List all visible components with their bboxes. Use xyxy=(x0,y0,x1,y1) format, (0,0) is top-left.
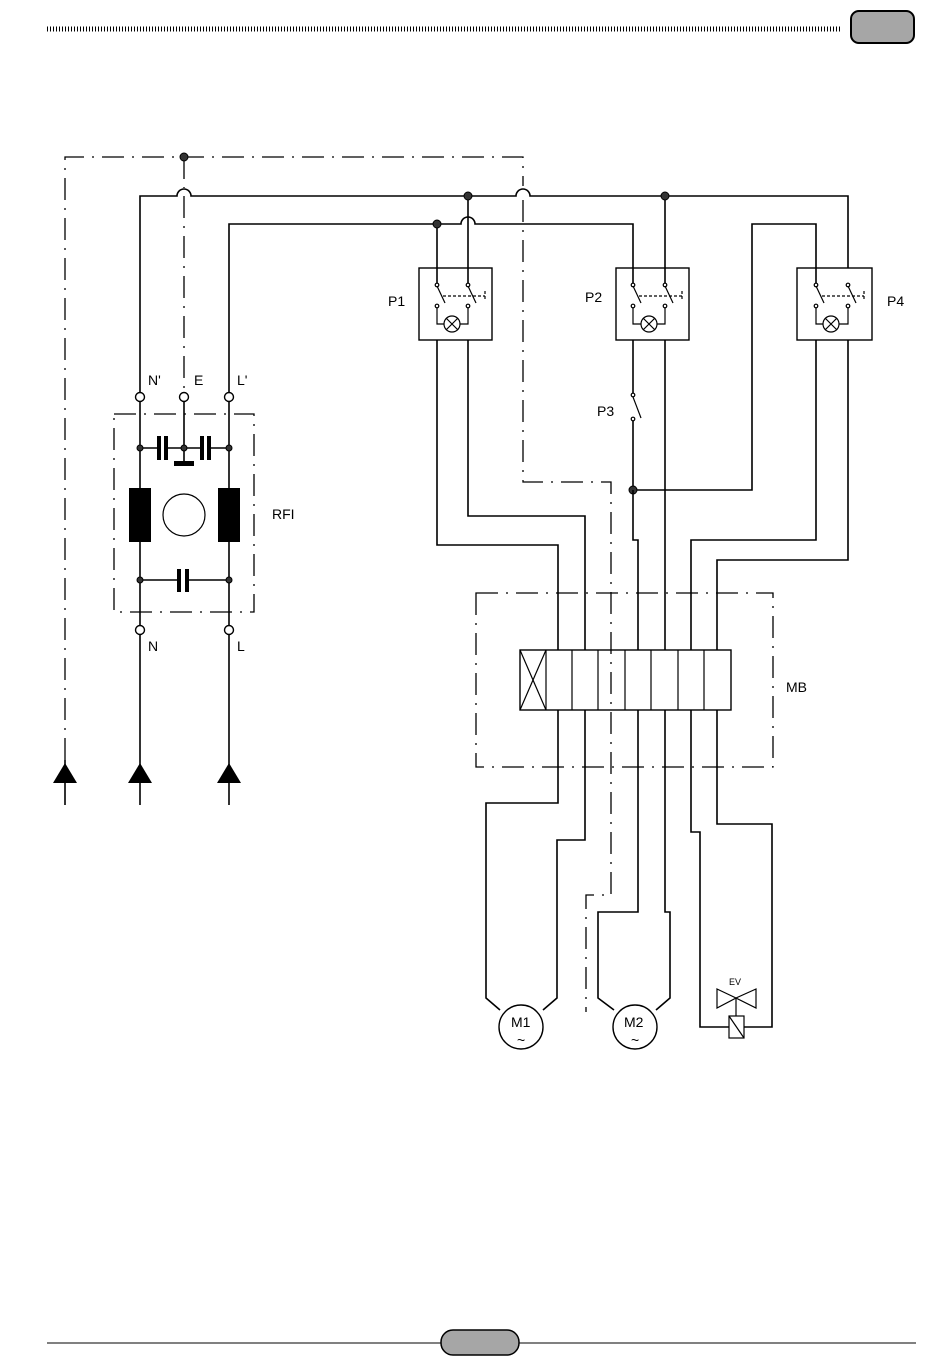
label-n-prime: N' xyxy=(148,372,161,388)
switch-p3 xyxy=(631,340,641,490)
footer-page-tab xyxy=(441,1330,519,1355)
solenoid-valve-ev xyxy=(717,989,756,1038)
label-m2-tilde: ~ xyxy=(631,1032,639,1048)
label-n: N xyxy=(148,638,158,654)
label-m1: M1 xyxy=(511,1014,531,1030)
earth-junction xyxy=(180,153,188,161)
label-p1: P1 xyxy=(388,293,405,309)
switch-p2 xyxy=(616,268,689,340)
label-p3: P3 xyxy=(597,403,614,419)
live-junction-p1 xyxy=(433,220,441,228)
live-line xyxy=(229,217,633,397)
label-mb: MB xyxy=(786,679,807,695)
mb-feed-wires xyxy=(437,340,848,650)
neutral-junction-p1 xyxy=(464,192,472,200)
switch-p1 xyxy=(419,268,492,340)
switch-p4 xyxy=(797,268,872,340)
neutral-line xyxy=(140,189,848,397)
supply-inputs xyxy=(53,635,241,805)
label-l: L xyxy=(237,638,245,654)
label-l-prime: L' xyxy=(237,372,247,388)
label-ev: EV xyxy=(729,977,741,987)
header-tab xyxy=(851,11,914,43)
neutral-junction-p2 xyxy=(661,192,669,200)
label-m1-tilde: ~ xyxy=(517,1032,525,1048)
earth-lines xyxy=(65,157,611,1012)
label-rfi: RFI xyxy=(272,506,295,522)
label-m2: M2 xyxy=(624,1014,644,1030)
label-p2: P2 xyxy=(585,289,602,305)
label-e: E xyxy=(194,372,203,388)
p4-feed xyxy=(633,224,816,490)
rfi-filter xyxy=(114,393,254,635)
label-p4: P4 xyxy=(887,293,904,309)
mb-board xyxy=(476,593,773,767)
